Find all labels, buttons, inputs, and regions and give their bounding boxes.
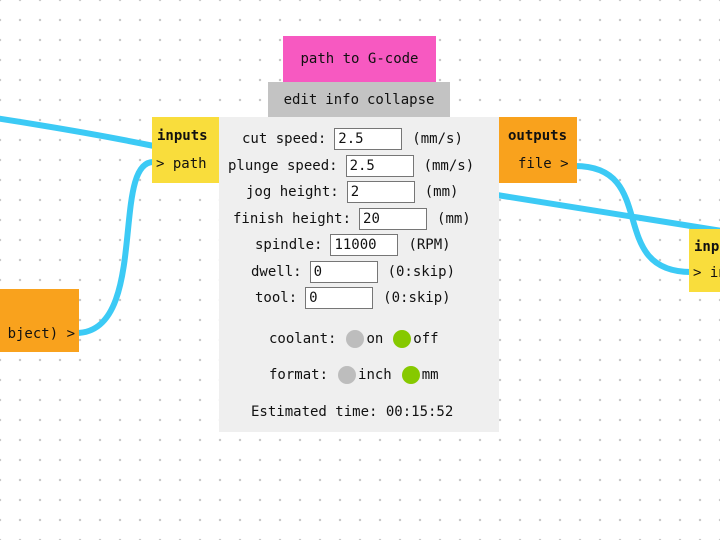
dwell-label: dwell: bbox=[251, 264, 302, 280]
coolant-row: coolant: on off bbox=[269, 330, 439, 348]
menu-info[interactable]: info bbox=[325, 91, 359, 108]
inputs-header: inputs bbox=[157, 128, 208, 144]
outputs-port-box: outputs file > bbox=[499, 117, 577, 183]
spindle-row: spindle: (RPM) bbox=[255, 234, 451, 256]
dwell-unit: (0:skip) bbox=[387, 264, 456, 280]
spindle-input[interactable] bbox=[330, 234, 399, 256]
coolant-on-radio[interactable] bbox=[346, 330, 365, 348]
estimated-time: Estimated time: 00:15:52 bbox=[251, 404, 454, 420]
jog-height-label: jog height: bbox=[246, 184, 339, 200]
finish-height-unit: (mm) bbox=[437, 211, 471, 227]
jog-height-input[interactable] bbox=[346, 181, 415, 203]
dwell-row: dwell: (0:skip) bbox=[251, 261, 455, 283]
left-node-output: bject) > bbox=[0, 289, 79, 352]
plunge-speed-row: plunge speed: (mm/s) bbox=[228, 155, 474, 177]
right-node-inputs-header: inputs bbox=[694, 239, 720, 255]
coolant-on-label: on bbox=[366, 331, 384, 347]
right-node-input-port[interactable]: > in bbox=[693, 265, 720, 281]
node-title-label: path to G-code bbox=[300, 51, 419, 67]
plunge-speed-label: plunge speed: bbox=[228, 158, 338, 174]
format-inch-radio[interactable] bbox=[338, 366, 357, 384]
cut-speed-unit: (mm/s) bbox=[412, 131, 463, 147]
coolant-label: coolant: bbox=[269, 331, 337, 347]
plunge-speed-unit: (mm/s) bbox=[423, 158, 475, 174]
node-title[interactable]: path to G-code bbox=[283, 36, 436, 82]
format-label: format: bbox=[269, 367, 329, 383]
finish-height-row: finish height: (mm) bbox=[233, 208, 471, 230]
outputs-header: outputs bbox=[508, 128, 568, 144]
jog-height-row: jog height: (mm) bbox=[246, 181, 458, 203]
menu-collapse[interactable]: collapse bbox=[367, 91, 435, 108]
tool-row: tool: (0:skip) bbox=[255, 287, 451, 309]
finish-height-label: finish height: bbox=[233, 211, 352, 227]
coolant-off-label: off bbox=[413, 331, 439, 347]
dwell-input[interactable] bbox=[309, 261, 378, 283]
node-panel: cut speed: (mm/s) plunge speed: (mm/s) j… bbox=[219, 117, 499, 432]
menu-edit[interactable]: edit bbox=[283, 91, 318, 108]
wire-file-to-right-input[interactable] bbox=[574, 163, 692, 275]
right-node-inputs: inputs > in bbox=[689, 229, 720, 292]
tool-label: tool: bbox=[255, 290, 298, 306]
cut-speed-row: cut speed: (mm/s) bbox=[242, 128, 463, 150]
cut-speed-label: cut speed: bbox=[242, 131, 327, 147]
format-inch-label: inch bbox=[358, 367, 392, 383]
cut-speed-input[interactable] bbox=[334, 128, 403, 150]
format-row: format: inch mm bbox=[269, 366, 439, 384]
format-mm-label: mm bbox=[421, 367, 439, 383]
wire-left-to-path-input[interactable] bbox=[75, 158, 155, 336]
format-mm-radio[interactable] bbox=[401, 366, 420, 384]
path-input-port[interactable]: > path bbox=[156, 156, 207, 172]
jog-height-unit: (mm) bbox=[424, 184, 459, 200]
left-node-output-port[interactable]: bject) > bbox=[7, 326, 75, 342]
tool-unit: (0:skip) bbox=[383, 290, 451, 306]
coolant-off-radio[interactable] bbox=[393, 330, 412, 348]
wire-top-right[interactable] bbox=[496, 192, 720, 234]
file-output-port[interactable]: file > bbox=[518, 156, 569, 172]
spindle-unit: (RPM) bbox=[408, 237, 451, 253]
finish-height-input[interactable] bbox=[359, 208, 428, 230]
spindle-label: spindle: bbox=[255, 237, 323, 253]
wire-top-left[interactable] bbox=[0, 115, 155, 149]
node-menu: edit info collapse bbox=[268, 82, 450, 117]
tool-input[interactable] bbox=[305, 287, 374, 309]
inputs-port-box: inputs > path bbox=[152, 117, 219, 183]
plunge-speed-input[interactable] bbox=[345, 155, 414, 177]
